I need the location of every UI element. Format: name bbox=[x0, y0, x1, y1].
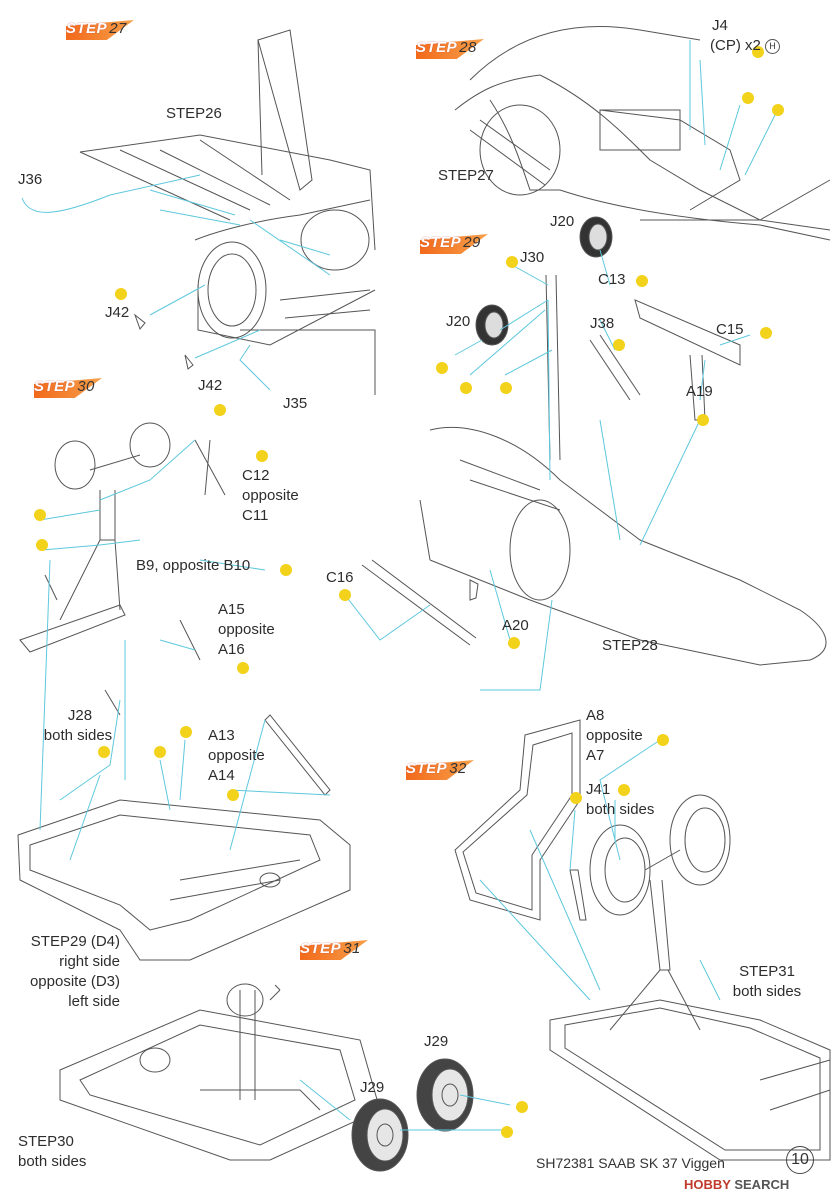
label-a13: A13 bbox=[208, 727, 235, 744]
callout-dots bbox=[34, 46, 784, 1138]
label-a15-opposite: opposite bbox=[218, 621, 275, 638]
label-c12: C12 bbox=[242, 467, 270, 484]
step28-cockpit-drawing bbox=[454, 26, 831, 241]
j29-wheel-right bbox=[416, 1058, 474, 1132]
label-j30: J30 bbox=[520, 249, 545, 266]
label-j41-sides: both sides bbox=[586, 801, 655, 818]
label-j42-a: J42 bbox=[105, 304, 130, 321]
label-j4-qty: (CP) x2 H bbox=[710, 36, 781, 55]
label-j28-sides: both sides bbox=[43, 727, 113, 744]
step30-bay-drawing bbox=[17, 799, 351, 961]
step30-gear-drawing bbox=[19, 422, 331, 796]
label-step30-sides: both sides bbox=[18, 1153, 87, 1170]
label-step26: STEP26 bbox=[166, 105, 222, 122]
step31-bay-drawing bbox=[59, 983, 381, 1161]
label-a15: A15 bbox=[218, 601, 245, 618]
step29-fuselage-drawing bbox=[361, 274, 827, 666]
label-step28-ref: STEP28 bbox=[602, 637, 658, 654]
label-a19: A19 bbox=[686, 383, 713, 400]
step32-door-drawing bbox=[454, 719, 581, 921]
label-j41: J41 bbox=[586, 781, 611, 798]
label-j29-b: J29 bbox=[360, 1079, 385, 1096]
page-number: 10 bbox=[786, 1146, 814, 1174]
label-j38: J38 bbox=[590, 315, 615, 332]
j20-wheel-left bbox=[475, 304, 509, 346]
label-left-side: left side bbox=[68, 993, 120, 1010]
badge-h: H bbox=[765, 38, 781, 54]
label-b9: B9, opposite B10 bbox=[136, 557, 251, 574]
label-step27-ref: STEP27 bbox=[438, 167, 494, 184]
label-opposite-d3: opposite (D3) bbox=[29, 973, 120, 990]
label-j28: J28 bbox=[67, 707, 93, 724]
label-j20-a: J20 bbox=[550, 213, 575, 230]
label-j29-a: J29 bbox=[424, 1033, 449, 1050]
label-a8-opposite: opposite bbox=[586, 727, 643, 744]
label-c12-opposite: opposite bbox=[242, 487, 299, 504]
label-c13: C13 bbox=[598, 271, 626, 288]
label-j4: J4 bbox=[712, 17, 728, 34]
page-footer-title: SH72381 SAAB SK 37 Viggen bbox=[536, 1155, 725, 1171]
label-right-side: right side bbox=[59, 953, 120, 970]
label-step29-d4: STEP29 (D4) bbox=[30, 933, 120, 950]
label-c16: C16 bbox=[326, 569, 354, 586]
label-a13-opposite: opposite bbox=[208, 747, 265, 764]
label-a7: A7 bbox=[586, 747, 605, 764]
label-c15: C15 bbox=[716, 321, 744, 338]
label-j35: J35 bbox=[283, 395, 308, 412]
label-a16: A16 bbox=[218, 641, 245, 658]
step27-airframe-drawing bbox=[79, 29, 376, 395]
j29-wheel-left bbox=[351, 1098, 409, 1172]
label-step30-ref: STEP30 bbox=[18, 1133, 74, 1150]
label-j20-b: J20 bbox=[446, 313, 471, 330]
label-a8: A8 bbox=[586, 707, 605, 724]
leader-lines bbox=[21, 40, 776, 1131]
label-a14: A14 bbox=[208, 767, 235, 784]
watermark: HOBBY SEARCH bbox=[684, 1177, 790, 1192]
label-j42-b: J42 bbox=[198, 377, 223, 394]
label-a20: A20 bbox=[502, 617, 529, 634]
j20-wheel-top bbox=[579, 216, 613, 258]
label-c11: C11 bbox=[242, 507, 269, 524]
label-j36: J36 bbox=[18, 171, 43, 188]
step32-gear-drawing bbox=[549, 794, 831, 1161]
label-step31-sides: both sides bbox=[732, 983, 802, 1000]
label-step31-ref: STEP31 bbox=[739, 963, 795, 980]
